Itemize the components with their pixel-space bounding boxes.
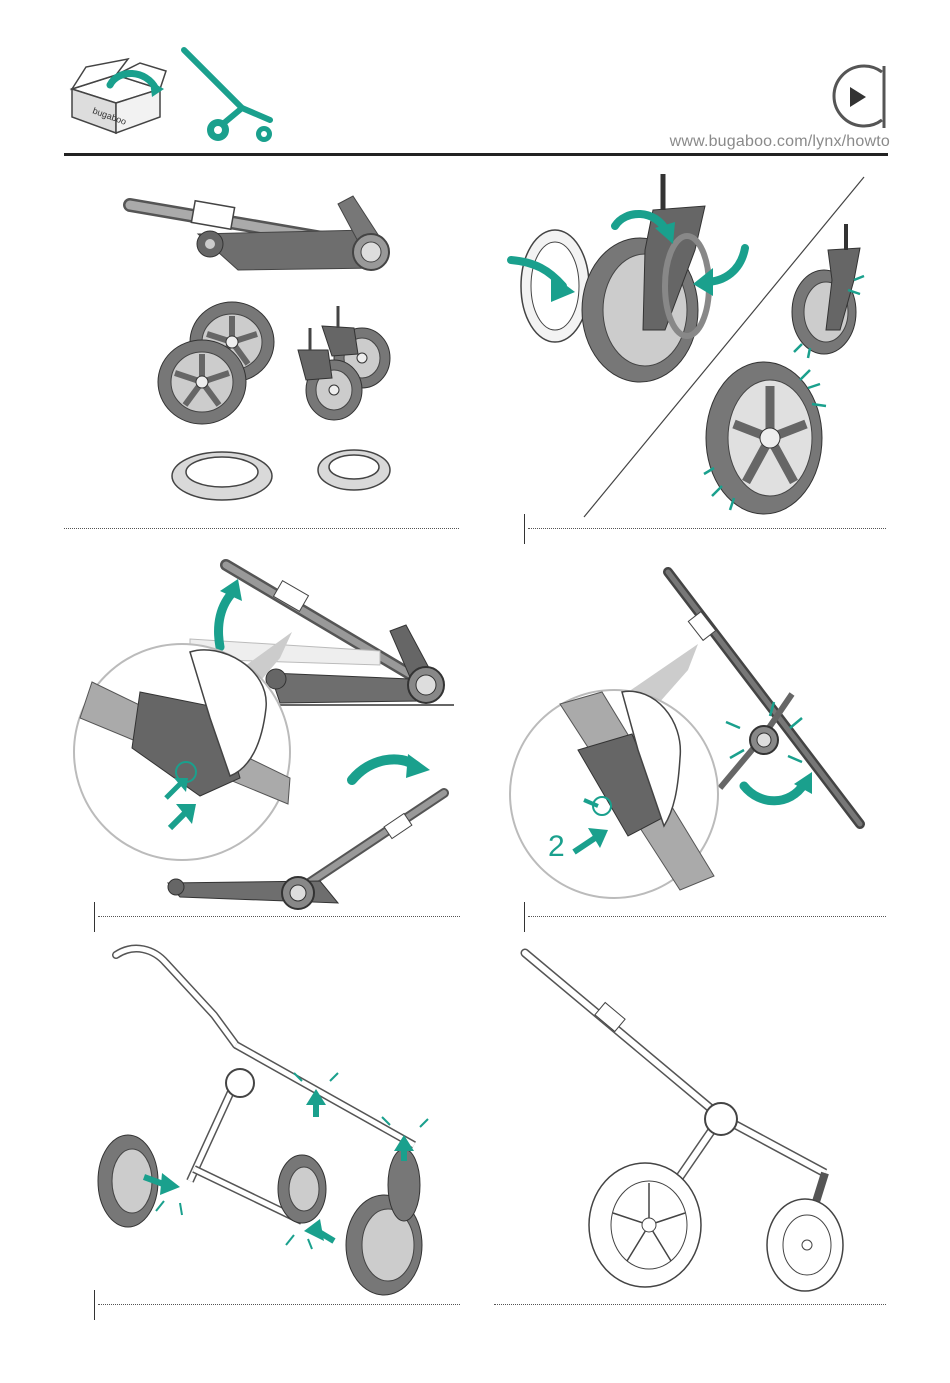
step3-divider [98,916,460,917]
step1-frame-folded [118,190,408,285]
step2-front-wheel-result [788,220,868,365]
step4-marker [524,902,525,932]
header-divider [64,153,888,156]
step5-wheel-attach [94,945,434,1305]
step4-divider [528,916,886,917]
step2-rear-wheel-result [700,358,840,523]
stroller-frame-icon [178,46,288,151]
step4-number: 2 [548,830,565,864]
step1-ring-small [316,446,396,501]
step2-marker [524,514,525,544]
play-button[interactable] [822,62,890,137]
step1-front-swivel-wheels [292,298,402,433]
step3-frame-result [160,785,460,920]
step1-ring-large [168,446,278,511]
step6-divider [494,1304,886,1305]
step6-assembled-frame [515,945,865,1300]
step4-detail-zoom [508,640,728,905]
howto-url[interactable]: www.bugaboo.com/lynx/howto [650,133,890,151]
step1-divider [64,528,459,529]
unbox-icon: bugaboo [66,55,176,140]
step2-divider [528,528,886,529]
play-icon [850,87,866,107]
step5-divider [98,1304,460,1305]
step1-rear-wheels [152,300,292,435]
step5-marker [94,1290,95,1320]
step3-marker [94,902,95,932]
